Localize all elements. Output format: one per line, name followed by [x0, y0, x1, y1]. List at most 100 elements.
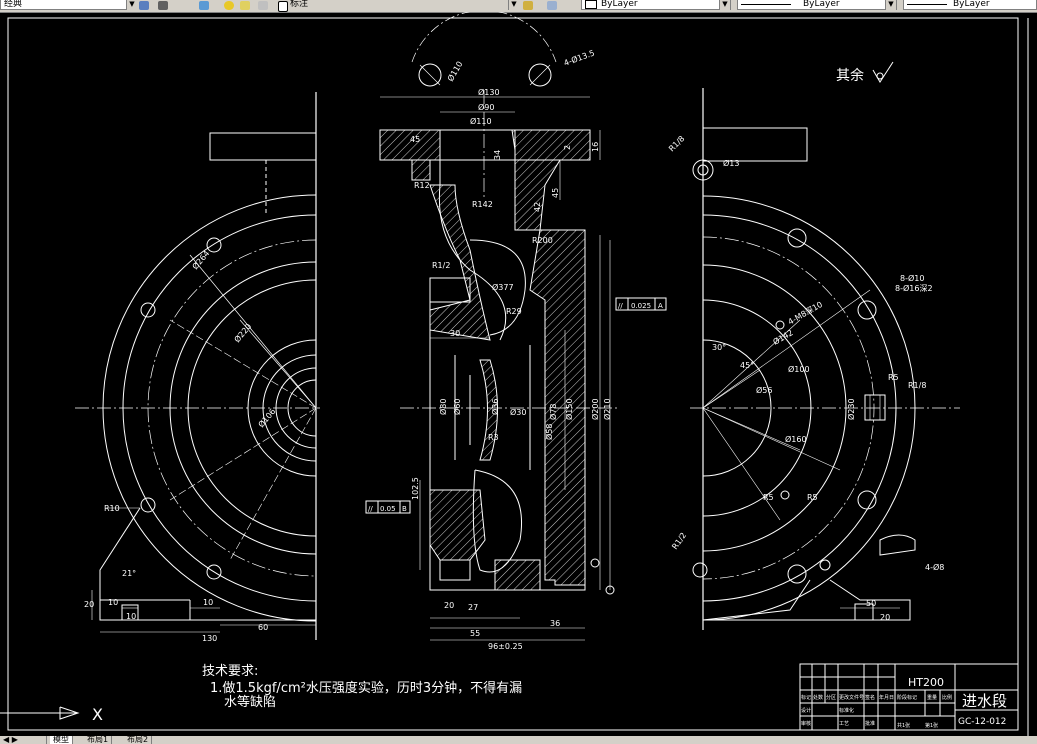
- layer-state-icon[interactable]: [199, 1, 209, 10]
- radial-centerline: [169, 319, 317, 409]
- tb-label: 工艺: [839, 721, 849, 727]
- tab-model[interactable]: 模型: [50, 736, 73, 744]
- layer-dropdown-arrow[interactable]: ▼: [508, 0, 519, 10]
- section-hatch-hub: [479, 359, 498, 461]
- make-current-layer-icon[interactable]: [523, 1, 533, 10]
- dim-text: 20: [880, 613, 890, 622]
- bolt-hole: [787, 564, 807, 584]
- layer-on-icon[interactable]: [224, 1, 234, 10]
- dim-text: 30: [450, 329, 460, 338]
- layer-lock-icon[interactable]: [258, 1, 268, 10]
- dim-text: 27: [468, 603, 478, 612]
- dim-text: Ø58: [544, 424, 554, 440]
- dim-text: 45: [410, 135, 420, 144]
- tab-nav-arrows[interactable]: ◀ ▶: [0, 736, 47, 744]
- linetype-control-select[interactable]: ByLayer: [737, 0, 897, 10]
- section-hatch-lower-wall: [429, 489, 486, 561]
- dim-text: R29: [506, 307, 522, 316]
- dim-text: 102.5: [411, 477, 420, 500]
- hub-arc-1: [247, 339, 317, 477]
- top-flange: [702, 127, 808, 162]
- tb-label: 分区: [826, 694, 836, 701]
- section-hatch-flange-right: [511, 129, 591, 231]
- dim-text: R3: [488, 433, 499, 442]
- tech-requirement-line-1: 1.做1.5kgf/cm²水压强度实验，历时3分钟，不得有漏: [210, 680, 522, 696]
- side-boss: [864, 394, 886, 421]
- radial-dim-line: [189, 254, 317, 409]
- dim-text: Ø13: [723, 158, 739, 168]
- tab-layout2[interactable]: 布局2: [124, 736, 153, 744]
- section-view: [379, 10, 620, 641]
- foot-hole: [819, 559, 831, 571]
- tb-label: 更改文件号: [839, 694, 864, 701]
- radial-line: [702, 407, 801, 451]
- dim-text-d220: Ø220: [232, 321, 254, 344]
- current-layer-select[interactable]: 标注: [290, 0, 510, 11]
- workspace-select[interactable]: 经典: [0, 0, 128, 10]
- tolerance-frame-b: [365, 500, 411, 514]
- dim-text: 4-Ø13.5: [562, 48, 596, 68]
- tb-label: 批准: [865, 720, 875, 727]
- lineweight-control-select[interactable]: ByLayer: [903, 0, 1037, 10]
- radial-dim-line: [239, 319, 317, 409]
- layer-manager-icon[interactable]: [139, 1, 149, 10]
- material-label: HT200: [908, 676, 944, 689]
- flange-hole-inner: [697, 164, 709, 176]
- dim-text: R1/2: [670, 531, 688, 551]
- bolt-circle: [702, 236, 875, 580]
- dim-text: Ø60: [452, 399, 462, 415]
- inner-cavity-bottom: [472, 469, 522, 573]
- dim-text: R1/8: [908, 381, 926, 390]
- title-block: [799, 663, 1019, 731]
- dim-text: Ø110: [445, 59, 464, 83]
- layer-freeze-icon[interactable]: [240, 1, 250, 10]
- layout-tabs-bar: ◀ ▶ 模型 布局1 布局2: [0, 736, 1037, 744]
- tab-layout1-label: 布局1: [87, 736, 109, 744]
- radial-line: [702, 289, 871, 409]
- tol-b-value: 0.05: [380, 505, 396, 513]
- foot-left: [702, 579, 811, 621]
- linetype-preview-icon: [741, 0, 791, 5]
- tb-label: 标记: [801, 694, 811, 701]
- dim-text: R12: [414, 181, 430, 190]
- dim-text: 50: [866, 599, 876, 608]
- radial-line: [702, 407, 841, 471]
- right-view: [690, 88, 960, 630]
- bolt-hole: [140, 302, 156, 318]
- drawing-canvas[interactable]: 20 10 10 10 130 60 R10 21° Ø264 Ø220 Ø10…: [0, 10, 1037, 736]
- drawing-border: [7, 17, 1019, 731]
- save-icon[interactable]: [158, 1, 168, 10]
- dim-text: Ø80: [438, 399, 448, 415]
- workspace-dropdown-arrow[interactable]: ▼: [126, 0, 137, 10]
- top-flange: [209, 132, 317, 161]
- foot-slot: [854, 603, 874, 621]
- inner-cavity-top: [469, 239, 526, 336]
- dim-text: Ø36: [490, 399, 500, 415]
- left-view-dimensions: 20 10 10 10 130 60 R10 21° Ø264 Ø220 Ø10…: [84, 248, 277, 643]
- dim-text: 30°: [712, 343, 726, 352]
- dim-text: Ø30: [510, 407, 526, 417]
- dim-text-130: 130: [202, 634, 217, 643]
- dim-text: R5: [888, 373, 899, 382]
- roughness-note: 其余: [836, 67, 864, 84]
- dim-text: Ø377: [492, 282, 514, 292]
- dim-text: Ø142: [771, 327, 795, 346]
- color-control-select[interactable]: ByLayer: [581, 0, 731, 10]
- dim-text: Ø200: [590, 398, 600, 420]
- dim-text: 55: [470, 629, 480, 638]
- color-dropdown-arrow[interactable]: ▼: [719, 0, 730, 10]
- layer-color-swatch-icon: [278, 1, 288, 12]
- part-name: 进水段: [962, 692, 1007, 710]
- dim-text: Ø160: [785, 434, 807, 444]
- linetype-dropdown-arrow[interactable]: ▼: [885, 0, 896, 10]
- tb-label: 第1张: [925, 722, 938, 729]
- hole-cross: [529, 64, 551, 86]
- dim-text: 45°: [740, 361, 754, 370]
- radial-line: [702, 319, 801, 409]
- right-view-dimensions: R1/8 Ø13 8-Ø10 8-Ø16深2 4-M8深10 Ø142 30° …: [667, 134, 944, 622]
- dim-text: R5: [807, 493, 818, 502]
- tab-layout1[interactable]: 布局1: [84, 736, 113, 744]
- layer-previous-icon[interactable]: [547, 1, 557, 10]
- foot-hole: [692, 562, 708, 578]
- tech-requirement-line-2: 水等缺陷: [224, 694, 276, 710]
